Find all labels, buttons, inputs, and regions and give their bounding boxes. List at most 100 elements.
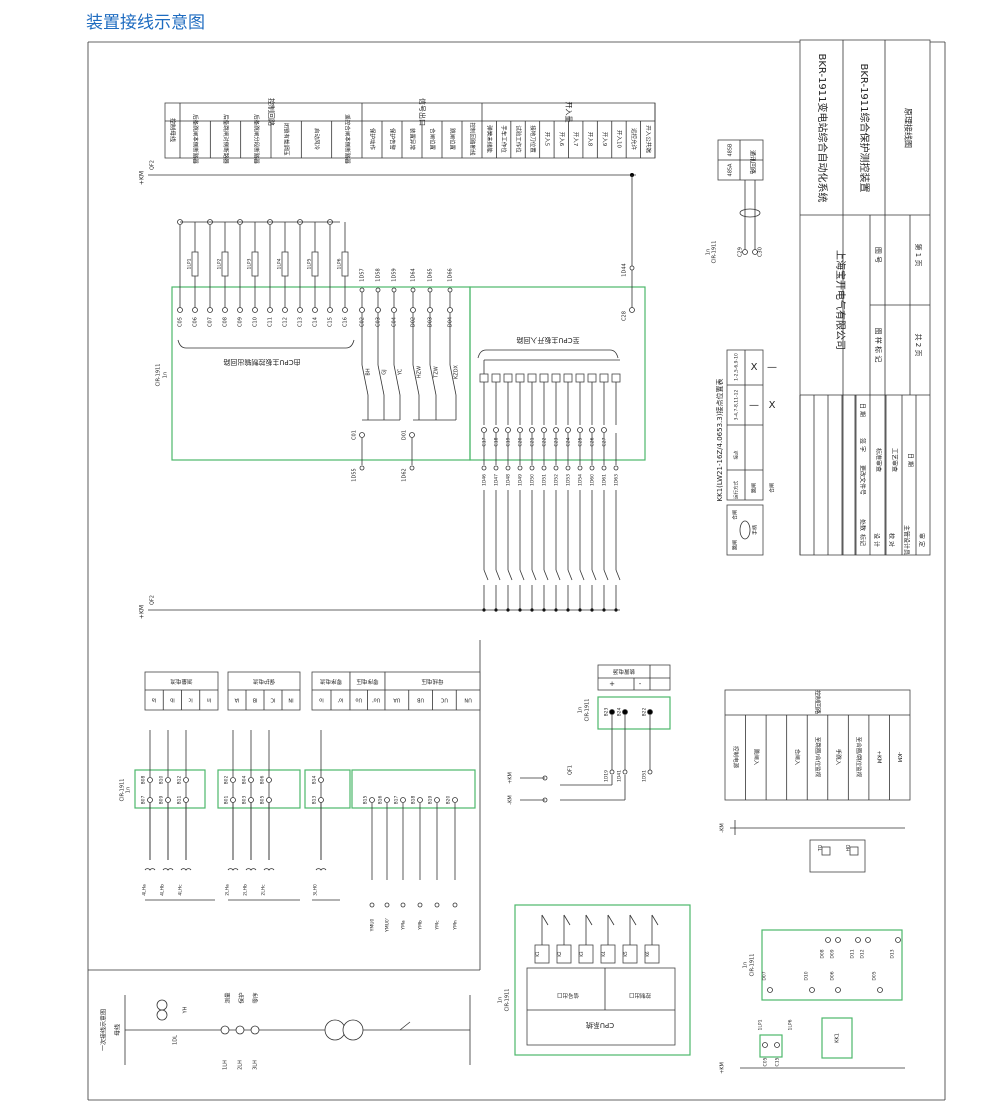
header-column-label: 装置异常 bbox=[409, 128, 417, 151]
wire bbox=[483, 569, 489, 581]
label: C18 bbox=[494, 437, 500, 446]
wire bbox=[495, 569, 501, 581]
terminal-circle bbox=[222, 307, 228, 313]
label: KK1 bbox=[835, 1033, 841, 1043]
header-column-label: 开入10 bbox=[615, 130, 622, 148]
label: 处数 bbox=[859, 519, 867, 531]
control-column-label: 手跳入 bbox=[835, 749, 843, 766]
terminal-circle bbox=[565, 427, 571, 433]
label: 合闸 bbox=[732, 510, 739, 520]
label: 共 2 页 bbox=[914, 334, 923, 357]
label: 1D41 bbox=[617, 770, 623, 782]
label: C06 bbox=[193, 317, 199, 327]
device-title: BKR-1911综合保护测控装置 bbox=[858, 63, 871, 192]
label: C26 bbox=[590, 437, 596, 446]
label: 485B bbox=[728, 143, 734, 157]
optocoupler bbox=[563, 373, 573, 383]
terminal-circle bbox=[601, 427, 607, 433]
input-terminal-block bbox=[469, 286, 646, 461]
terminal-circle bbox=[318, 797, 324, 803]
terminal-circle bbox=[312, 307, 318, 313]
header-column-label: 控制回路断线 bbox=[469, 122, 477, 156]
label: QF2 bbox=[150, 160, 156, 170]
optocoupler bbox=[611, 373, 621, 383]
label: B01 bbox=[224, 795, 230, 804]
label: CIR-1911 bbox=[750, 954, 756, 977]
label: C08 bbox=[223, 317, 229, 327]
label: 装置电源 bbox=[613, 668, 636, 676]
label: BH bbox=[366, 368, 372, 375]
label: 1D50 bbox=[530, 474, 536, 486]
label: YC bbox=[398, 368, 404, 376]
terminal-circle bbox=[762, 1042, 768, 1048]
wire bbox=[541, 914, 549, 926]
terminal-circle bbox=[427, 287, 433, 293]
terminal-circle bbox=[359, 465, 365, 471]
label: Ib bbox=[170, 697, 175, 703]
pt-icon bbox=[156, 1009, 168, 1021]
wire bbox=[531, 569, 537, 581]
label: 1D61 bbox=[602, 474, 608, 486]
label: C20 bbox=[518, 437, 524, 446]
label: 1D19 bbox=[604, 770, 610, 782]
terminal-circle bbox=[183, 777, 189, 783]
pressure-plate-link bbox=[191, 251, 199, 277]
wire bbox=[429, 364, 437, 396]
label: 1D44 bbox=[622, 263, 628, 276]
label: 1D64 bbox=[411, 268, 417, 281]
wire bbox=[567, 569, 573, 581]
label: B18 bbox=[411, 795, 417, 804]
label: D02 bbox=[411, 317, 417, 327]
label: B02 bbox=[224, 775, 230, 784]
optocoupler bbox=[479, 373, 489, 383]
label: 日 期 bbox=[907, 453, 915, 467]
ct-coil-icon bbox=[227, 868, 239, 871]
header-group-label: 控制回路 bbox=[267, 98, 276, 126]
label: B19 bbox=[428, 795, 434, 804]
label: 1D65 bbox=[428, 268, 434, 281]
label: 1n bbox=[163, 372, 169, 378]
label: X bbox=[769, 400, 776, 411]
label: + bbox=[609, 680, 615, 688]
label: In bbox=[207, 697, 212, 703]
label: UC bbox=[440, 697, 448, 703]
terminal-circle bbox=[266, 797, 272, 803]
terminal-circle bbox=[369, 797, 375, 803]
label: IB bbox=[252, 697, 257, 703]
terminal-circle bbox=[147, 797, 153, 803]
terminal-circle bbox=[629, 265, 635, 271]
terminal-circle bbox=[391, 307, 397, 313]
wire bbox=[651, 914, 659, 926]
terminal-circle bbox=[248, 777, 254, 783]
optocoupler bbox=[527, 373, 537, 383]
cpu-system bbox=[526, 967, 676, 1046]
label: D08 bbox=[820, 949, 826, 958]
hq-coil bbox=[849, 846, 859, 856]
label: +KM bbox=[508, 772, 514, 784]
label: CIR-1911 bbox=[585, 699, 591, 722]
header-column-label: 开入公共端 bbox=[644, 125, 652, 153]
terminal-circle bbox=[825, 937, 831, 943]
label: CIR-1911 bbox=[120, 779, 126, 802]
optocoupler bbox=[491, 373, 501, 383]
terminal-circle bbox=[622, 769, 628, 775]
header-bus-label: 控制母线 bbox=[169, 118, 177, 142]
wire bbox=[615, 569, 621, 581]
label: 1D63 bbox=[614, 474, 620, 486]
header-column-label: 跳闸位置 bbox=[449, 128, 457, 151]
label: Ia bbox=[152, 697, 157, 703]
label: 2LHc bbox=[261, 884, 267, 896]
label: C24 bbox=[566, 437, 572, 446]
label: 1D47 bbox=[494, 474, 500, 486]
label: K1 bbox=[535, 951, 540, 957]
ct-coil-icon bbox=[245, 868, 257, 871]
header-table bbox=[164, 102, 656, 159]
label: YMa bbox=[401, 920, 407, 931]
label: 图 号 bbox=[874, 247, 882, 263]
label: 1n bbox=[706, 249, 712, 255]
terminal-circle bbox=[613, 465, 619, 471]
label: B24 bbox=[617, 707, 623, 716]
label: 1n bbox=[498, 997, 504, 1003]
input-caption: 至CPU主板开入回路 bbox=[516, 336, 579, 345]
label: 标准审查 bbox=[875, 448, 883, 472]
